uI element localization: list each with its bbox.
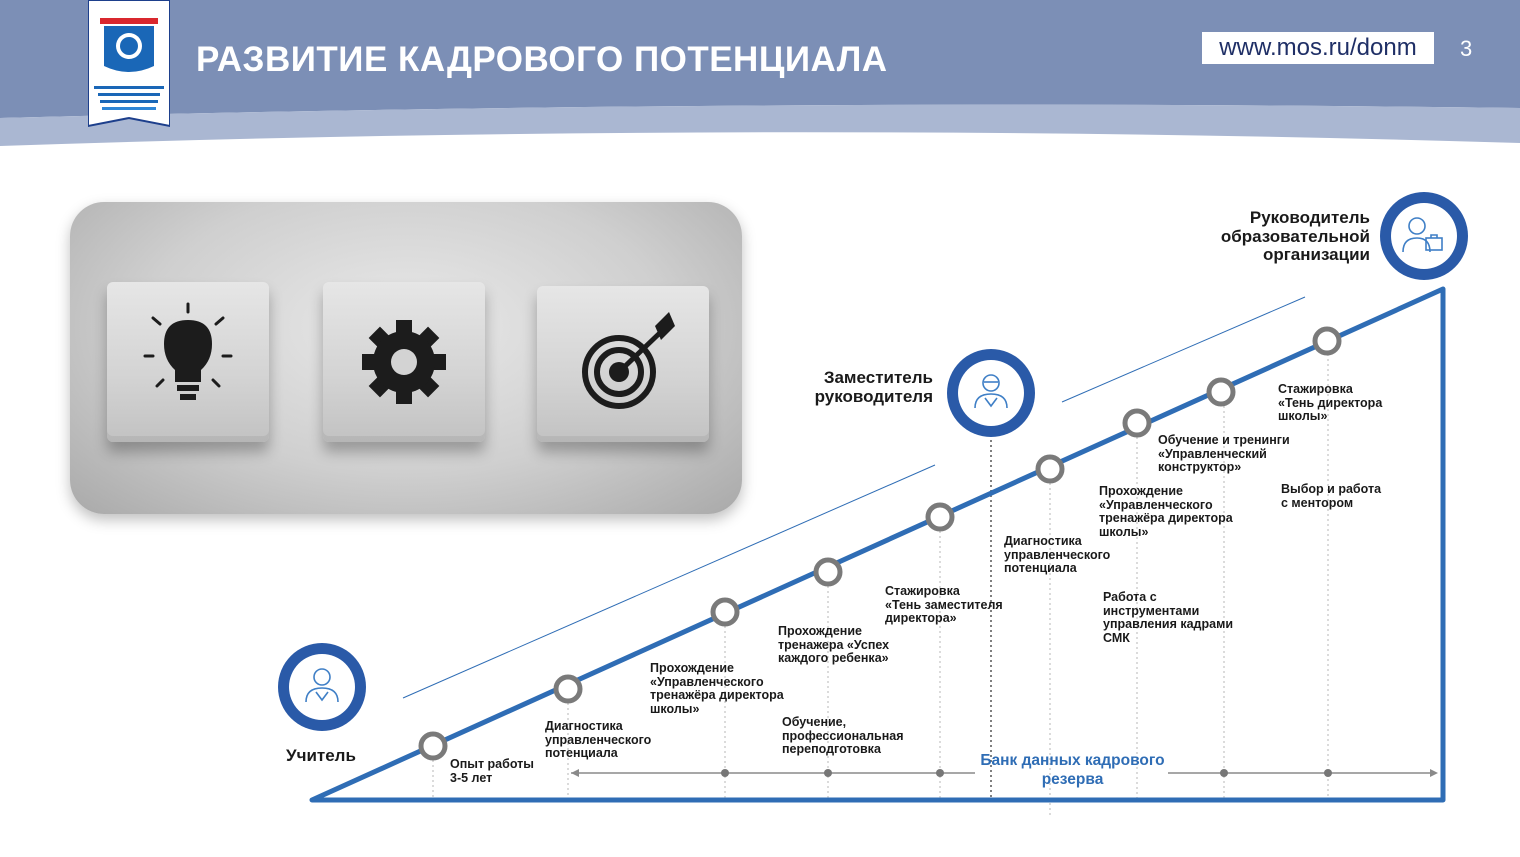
reserve-bank-label: Банк данных кадрового резерва — [980, 752, 1165, 788]
role-deputy: Заместитель руководителя — [814, 368, 933, 406]
head-icon — [1402, 217, 1443, 253]
step-diagnostics-2: Диагностика управленческого потенциала — [1004, 534, 1111, 575]
target-icon — [582, 312, 675, 409]
deputy-icon — [974, 374, 1008, 409]
gear-icon — [362, 320, 446, 404]
guide-line-lower — [402, 464, 936, 699]
page-title: РАЗВИТИЕ КАДРОВОГО ПОТЕНЦИАЛА — [196, 40, 888, 79]
step-mentor: Выбор и работа с ментором — [1281, 482, 1382, 510]
step-marker — [1122, 408, 1152, 438]
step-management-trainings: Обучение и тренинги «Управленческий конс… — [1158, 433, 1290, 474]
department-logo — [87, 0, 171, 133]
step-marker — [813, 557, 843, 587]
step-marker — [553, 674, 583, 704]
role-head: Руководитель образовательной организации — [1220, 208, 1370, 264]
step-experience: Опыт работы 3-5 лет — [450, 757, 534, 785]
photo-panel — [70, 202, 742, 514]
step-training-retraining: Обучение, профессиональная переподготовк… — [782, 715, 904, 756]
lightbulb-icon — [143, 302, 233, 400]
role-teacher: Учитель — [286, 746, 356, 765]
head-badge — [1380, 192, 1468, 280]
step-simulator-director: Прохождение «Управленческого тренажёра д… — [650, 661, 784, 716]
header-band — [0, 0, 1520, 150]
step-hr-tools: Работа с инструментами управления кадрам… — [1103, 590, 1233, 645]
guide-line-upper — [1061, 296, 1306, 403]
step-simulator-success: Прохождение тренажера «Успех каждого реб… — [778, 624, 890, 665]
page-number: 3 — [1460, 36, 1473, 61]
header-background — [0, 0, 1520, 146]
deputy-badge — [947, 349, 1035, 437]
step-simulator-director-2: Прохождение «Управленческого тренажёра д… — [1099, 484, 1233, 539]
step-marker — [418, 731, 448, 761]
teacher-icon — [305, 668, 339, 703]
step-marker — [1206, 377, 1236, 407]
step-marker — [1312, 326, 1342, 356]
site-link[interactable]: www.mos.ru/donm — [1202, 32, 1434, 64]
teacher-badge — [278, 643, 366, 731]
target-block — [537, 286, 709, 442]
career-triangle — [309, 286, 1446, 803]
lightbulb-block — [107, 282, 269, 442]
step-deputy-shadow: Стажировка «Тень заместителя директора» — [885, 584, 1003, 625]
step-marker — [710, 597, 740, 627]
step-diagnostics: Диагностика управленческого потенциала — [545, 719, 652, 760]
reserve-arrow — [571, 769, 1438, 777]
gear-block — [323, 282, 485, 442]
step-marker — [1035, 454, 1065, 484]
step-director-shadow: Стажировка «Тень директора школы» — [1278, 382, 1383, 423]
step-marker — [925, 502, 955, 532]
